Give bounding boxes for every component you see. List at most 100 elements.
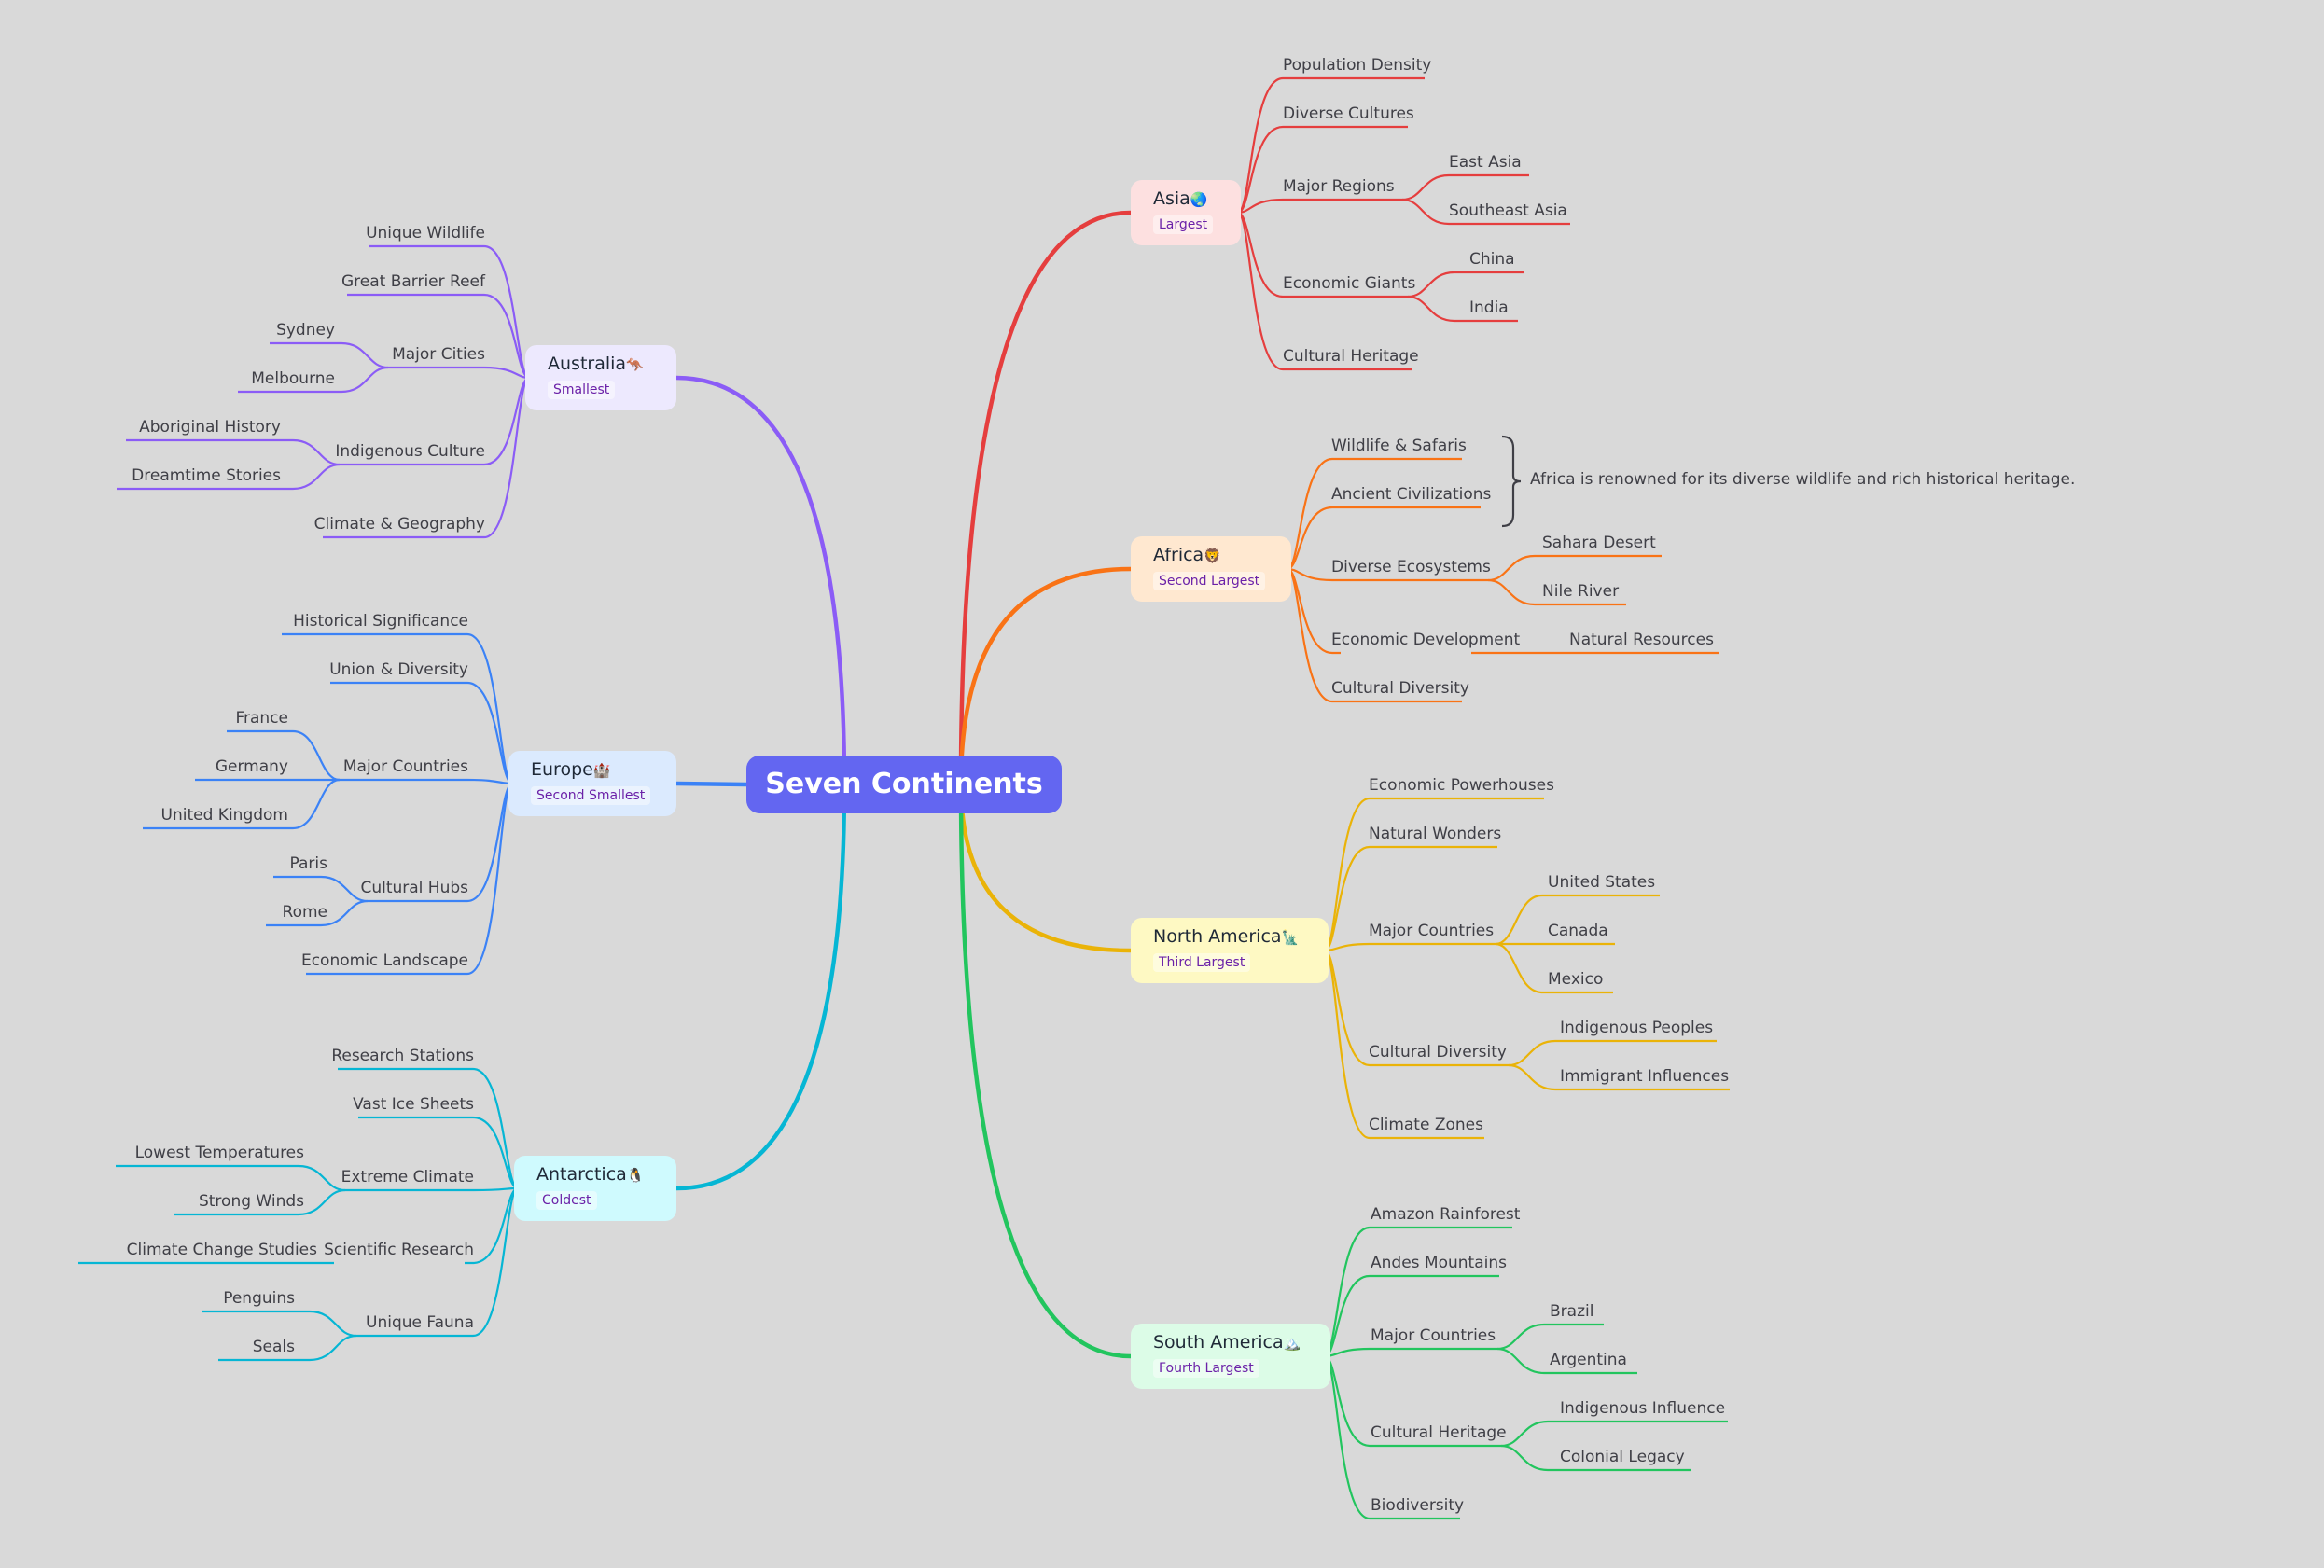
connector-south-america-2-0	[1496, 1323, 1604, 1351]
topic-asia-4[interactable]: Cultural Heritage	[1283, 347, 1419, 366]
branch-south-america	[958, 784, 1132, 1359]
topic-africa-4[interactable]: Cultural Diversity	[1331, 679, 1469, 698]
subtopic-europe-2-1[interactable]: Germany	[215, 757, 288, 776]
topic-australia-2[interactable]: Major Cities	[392, 345, 485, 364]
topic-south-america-0[interactable]: Amazon Rainforest	[1371, 1205, 1521, 1224]
subtopic-australia-2-0[interactable]: Sydney	[276, 321, 335, 340]
subtopic-asia-3-1[interactable]: India	[1469, 298, 1509, 317]
continent-card-south-america[interactable]: South America🏔️Fourth Largest	[1131, 1324, 1330, 1389]
subtopic-south-america-2-0[interactable]: Brazil	[1550, 1302, 1594, 1321]
subtopic-australia-3-0[interactable]: Aboriginal History	[139, 418, 281, 437]
continent-card-antarctica[interactable]: Antarctica🐧Coldest	[514, 1156, 676, 1221]
topic-antarctica-1[interactable]: Vast Ice Sheets	[353, 1095, 474, 1114]
topic-europe-1[interactable]: Union & Diversity	[329, 660, 468, 679]
topic-south-america-3[interactable]: Cultural Heritage	[1371, 1423, 1507, 1442]
continent-card-north-america[interactable]: North America🗽 Third Largest	[1131, 918, 1329, 983]
connector-australia-0	[369, 244, 530, 380]
connector-south-america-3-0	[1500, 1420, 1728, 1448]
topic-north-america-2[interactable]: Major Countries	[1369, 922, 1495, 940]
topic-antarctica-4[interactable]: Unique Fauna	[366, 1313, 474, 1332]
subtopic-europe-3-0[interactable]: Paris	[289, 854, 327, 873]
topic-antarctica-2[interactable]: Extreme Climate	[341, 1168, 474, 1186]
topic-asia-1[interactable]: Diverse Cultures	[1283, 104, 1414, 123]
africa-emoji-icon: 🦁	[1204, 548, 1221, 564]
subtopic-north-america-3-0[interactable]: Indigenous Peoples	[1560, 1019, 1714, 1037]
topic-australia-3[interactable]: Indigenous Culture	[335, 442, 485, 461]
subtopic-australia-3-1[interactable]: Dreamtime Stories	[132, 466, 281, 485]
topic-north-america-4[interactable]: Climate Zones	[1369, 1116, 1483, 1134]
central-topic[interactable]: Seven Continents	[746, 756, 1062, 813]
subtopic-europe-3-1[interactable]: Rome	[282, 903, 327, 922]
continent-tag: Smallest	[548, 381, 616, 399]
subtopic-antarctica-2-1[interactable]: Strong Winds	[198, 1192, 304, 1211]
subtopic-antarctica-3-0[interactable]: Climate Change Studies	[126, 1241, 317, 1259]
connector-antarctica-2-1	[174, 1188, 346, 1216]
continent-card-asia[interactable]: Asia🌏Largest	[1131, 180, 1241, 245]
subtopic-africa-2-0[interactable]: Sahara Desert	[1542, 534, 1656, 552]
subtopic-south-america-3-0[interactable]: Indigenous Influence	[1560, 1399, 1726, 1418]
asia-emoji-icon: 🌏	[1190, 191, 1208, 208]
topic-north-america-0[interactable]: Economic Powerhouses	[1369, 776, 1554, 795]
continent-name-text: South America	[1153, 1332, 1284, 1353]
continent-name: Australia🦘	[548, 354, 654, 374]
connector-australia-4	[323, 376, 531, 539]
subtopic-north-america-2-1[interactable]: Canada	[1548, 922, 1608, 940]
topic-asia-0[interactable]: Population Density	[1283, 56, 1432, 75]
africa-summary[interactable]: Africa is renowned for its diverse wildl…	[1530, 470, 2076, 489]
topic-australia-4[interactable]: Climate & Geography	[313, 515, 485, 534]
connector-antarctica-4	[356, 1186, 520, 1338]
topic-africa-2[interactable]: Diverse Ecosystems	[1331, 558, 1491, 576]
connector-australia-2	[388, 366, 530, 380]
topic-africa-3[interactable]: Economic Development	[1331, 631, 1521, 649]
continent-name: Europe🏰	[531, 759, 654, 780]
continent-card-europe[interactable]: Europe🏰Second Smallest	[508, 751, 676, 816]
branch-north-america	[958, 784, 1132, 953]
subtopic-north-america-2-0[interactable]: United States	[1548, 873, 1656, 892]
subtopic-europe-2-2[interactable]: United Kingdom	[160, 806, 288, 825]
subtopic-south-america-2-1[interactable]: Argentina	[1550, 1351, 1627, 1369]
topic-south-america-4[interactable]: Biodiversity	[1371, 1496, 1465, 1515]
continent-name-text: Asia	[1153, 188, 1190, 209]
subtopic-antarctica-4-0[interactable]: Penguins	[223, 1289, 295, 1308]
subtopic-north-america-2-2[interactable]: Mexico	[1548, 970, 1604, 989]
subtopic-europe-2-0[interactable]: France	[235, 709, 288, 728]
topic-africa-0[interactable]: Wildlife & Safaris	[1331, 437, 1467, 455]
connector-south-america-2	[1324, 1347, 1497, 1358]
topic-antarctica-3[interactable]: Scientific Research	[324, 1241, 474, 1259]
topic-africa-1[interactable]: Ancient Civilizations	[1331, 485, 1492, 504]
connector-australia-1	[347, 293, 530, 380]
branch-africa	[958, 566, 1132, 785]
connector-north-america-3-0	[1508, 1039, 1717, 1067]
topic-australia-1[interactable]: Great Barrier Reef	[341, 272, 485, 291]
subtopic-north-america-3-1[interactable]: Immigrant Influences	[1560, 1067, 1730, 1086]
subtopic-antarctica-2-0[interactable]: Lowest Temperatures	[134, 1144, 304, 1162]
topic-south-america-1[interactable]: Andes Mountains	[1371, 1254, 1507, 1272]
subtopic-africa-3-0[interactable]: Natural Resources	[1569, 631, 1714, 649]
subtopic-africa-2-1[interactable]: Nile River	[1542, 582, 1620, 601]
continent-card-australia[interactable]: Australia🦘 Smallest	[525, 345, 676, 410]
topic-north-america-1[interactable]: Natural Wonders	[1369, 825, 1502, 843]
topic-north-america-3[interactable]: Cultural Diversity	[1369, 1043, 1507, 1062]
topic-south-america-2[interactable]: Major Countries	[1371, 1326, 1496, 1345]
continent-name: North America🗽	[1153, 926, 1306, 947]
continent-card-africa[interactable]: Africa🦁Second Largest	[1131, 536, 1291, 602]
topic-asia-3[interactable]: Economic Giants	[1283, 274, 1416, 293]
topic-asia-2[interactable]: Major Regions	[1283, 177, 1395, 196]
subtopic-asia-2-1[interactable]: Southeast Asia	[1449, 201, 1567, 220]
connector-australia-3-0	[126, 438, 341, 466]
connector-africa-2-0	[1487, 554, 1662, 582]
topic-europe-0[interactable]: Historical Significance	[293, 612, 468, 631]
subtopic-australia-2-1[interactable]: Melbourne	[251, 369, 335, 388]
subtopic-antarctica-4-1[interactable]: Seals	[252, 1338, 295, 1356]
topic-europe-4[interactable]: Economic Landscape	[300, 951, 468, 970]
subtopic-asia-2-0[interactable]: East Asia	[1449, 153, 1522, 172]
subtopic-south-america-3-1[interactable]: Colonial Legacy	[1560, 1448, 1685, 1466]
subtopic-asia-3-0[interactable]: China	[1469, 250, 1515, 269]
topic-australia-0[interactable]: Unique Wildlife	[366, 224, 485, 243]
topic-europe-3[interactable]: Cultural Hubs	[360, 879, 468, 897]
topic-antarctica-0[interactable]: Research Stations	[331, 1047, 474, 1065]
connector-australia-2-1	[238, 366, 389, 394]
continent-tag: Third Largest	[1153, 953, 1251, 972]
topic-europe-2[interactable]: Major Countries	[342, 757, 468, 776]
continent-name-text: North America	[1153, 926, 1282, 947]
